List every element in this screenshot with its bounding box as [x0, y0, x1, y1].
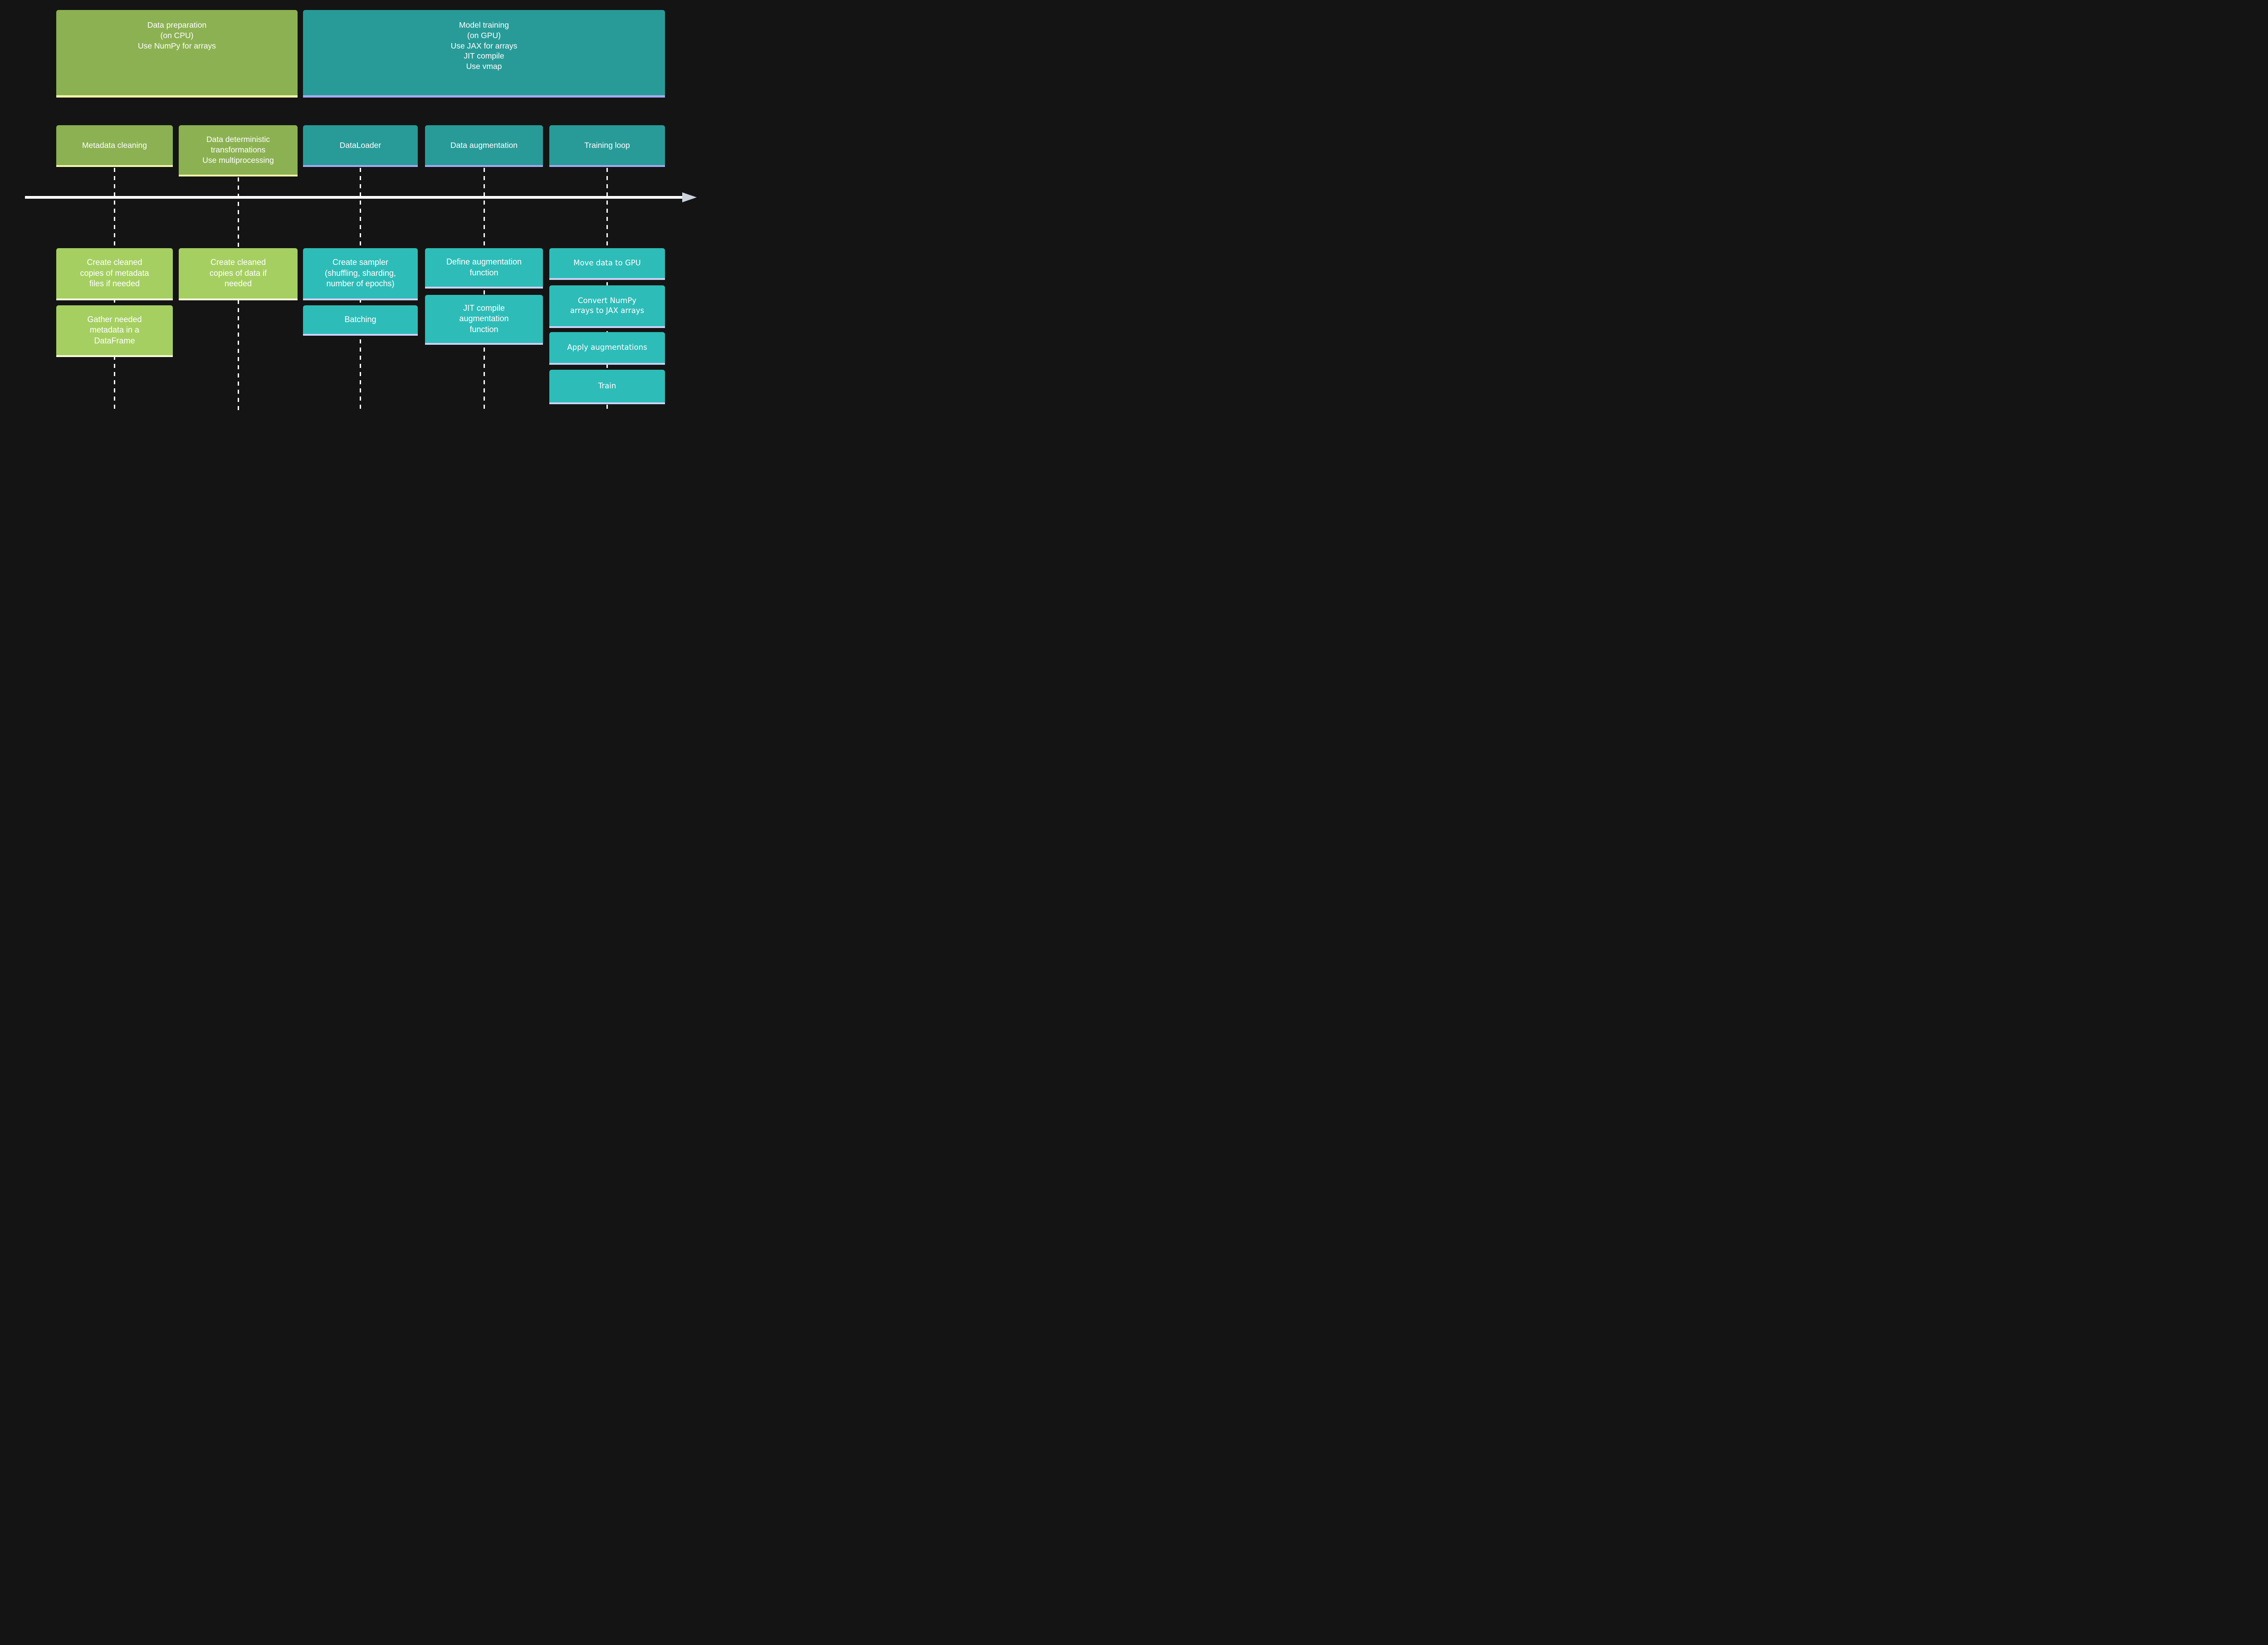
pipeline-timeline-diagram: Data preparation (on CPU) Use NumPy for … [0, 0, 716, 411]
stage-training-loop-label: Training loop [584, 140, 630, 150]
stage-dataloader: DataLoader [303, 125, 418, 167]
stage-metadata-cleaning: Metadata cleaning [56, 125, 173, 167]
task-batching-label: Batching [344, 314, 376, 324]
stage-dataloader-label: DataLoader [339, 140, 381, 150]
lane-model-training-title: Model training (on GPU) Use JAX for arra… [450, 20, 518, 71]
task-move-data-to-gpu-label: Move data to GPU [573, 258, 641, 267]
stage-data-augmentation: Data augmentation [425, 125, 543, 167]
task-create-cleaned-metadata-copies-label: Create cleaned copies of metadata files … [80, 258, 149, 289]
timeline-arrow-head-icon [682, 192, 697, 202]
task-convert-numpy-to-jax-label: Convert NumPy arrays to JAX arrays [570, 296, 645, 315]
task-create-sampler: Create sampler (shuffling, sharding, num… [303, 248, 418, 300]
task-apply-augmentations-label: Apply augmentations [567, 343, 647, 352]
task-move-data-to-gpu: Move data to GPU [549, 248, 665, 280]
stage-data-deterministic-transformations-label: Data deterministic transformations Use m… [202, 135, 274, 165]
stage-metadata-cleaning-label: Metadata cleaning [82, 140, 147, 150]
task-create-cleaned-metadata-copies: Create cleaned copies of metadata files … [56, 248, 173, 300]
task-batching: Batching [303, 305, 418, 336]
task-apply-augmentations: Apply augmentations [549, 332, 665, 365]
task-create-cleaned-data-copies: Create cleaned copies of data if needed [179, 248, 298, 300]
task-train: Train [549, 370, 665, 404]
task-gather-metadata-dataframe-label: Gather needed metadata in a DataFrame [87, 314, 142, 345]
task-jit-compile-augmentation-function: JIT compile augmentation function [425, 295, 543, 345]
task-create-sampler-label: Create sampler (shuffling, sharding, num… [325, 258, 396, 289]
task-define-augmentation-function: Define augmentation function [425, 248, 543, 289]
task-jit-compile-augmentation-function-label: JIT compile augmentation function [459, 303, 509, 334]
lane-model-training: Model training (on GPU) Use JAX for arra… [303, 10, 665, 98]
dashed-connector-data-augmentation [484, 168, 485, 411]
stage-data-augmentation-label: Data augmentation [450, 140, 518, 150]
task-gather-metadata-dataframe: Gather needed metadata in a DataFrame [56, 305, 173, 357]
lane-data-preparation-title: Data preparation (on CPU) Use NumPy for … [137, 20, 216, 50]
task-define-augmentation-function-label: Define augmentation function [446, 257, 522, 277]
lane-data-preparation: Data preparation (on CPU) Use NumPy for … [56, 10, 298, 98]
task-train-label: Train [598, 381, 616, 390]
timeline-arrow-shaft [25, 196, 682, 199]
task-convert-numpy-to-jax: Convert NumPy arrays to JAX arrays [549, 285, 665, 328]
stage-training-loop: Training loop [549, 125, 665, 167]
task-create-cleaned-data-copies-label: Create cleaned copies of data if needed [209, 258, 267, 289]
stage-data-deterministic-transformations: Data deterministic transformations Use m… [179, 125, 298, 176]
